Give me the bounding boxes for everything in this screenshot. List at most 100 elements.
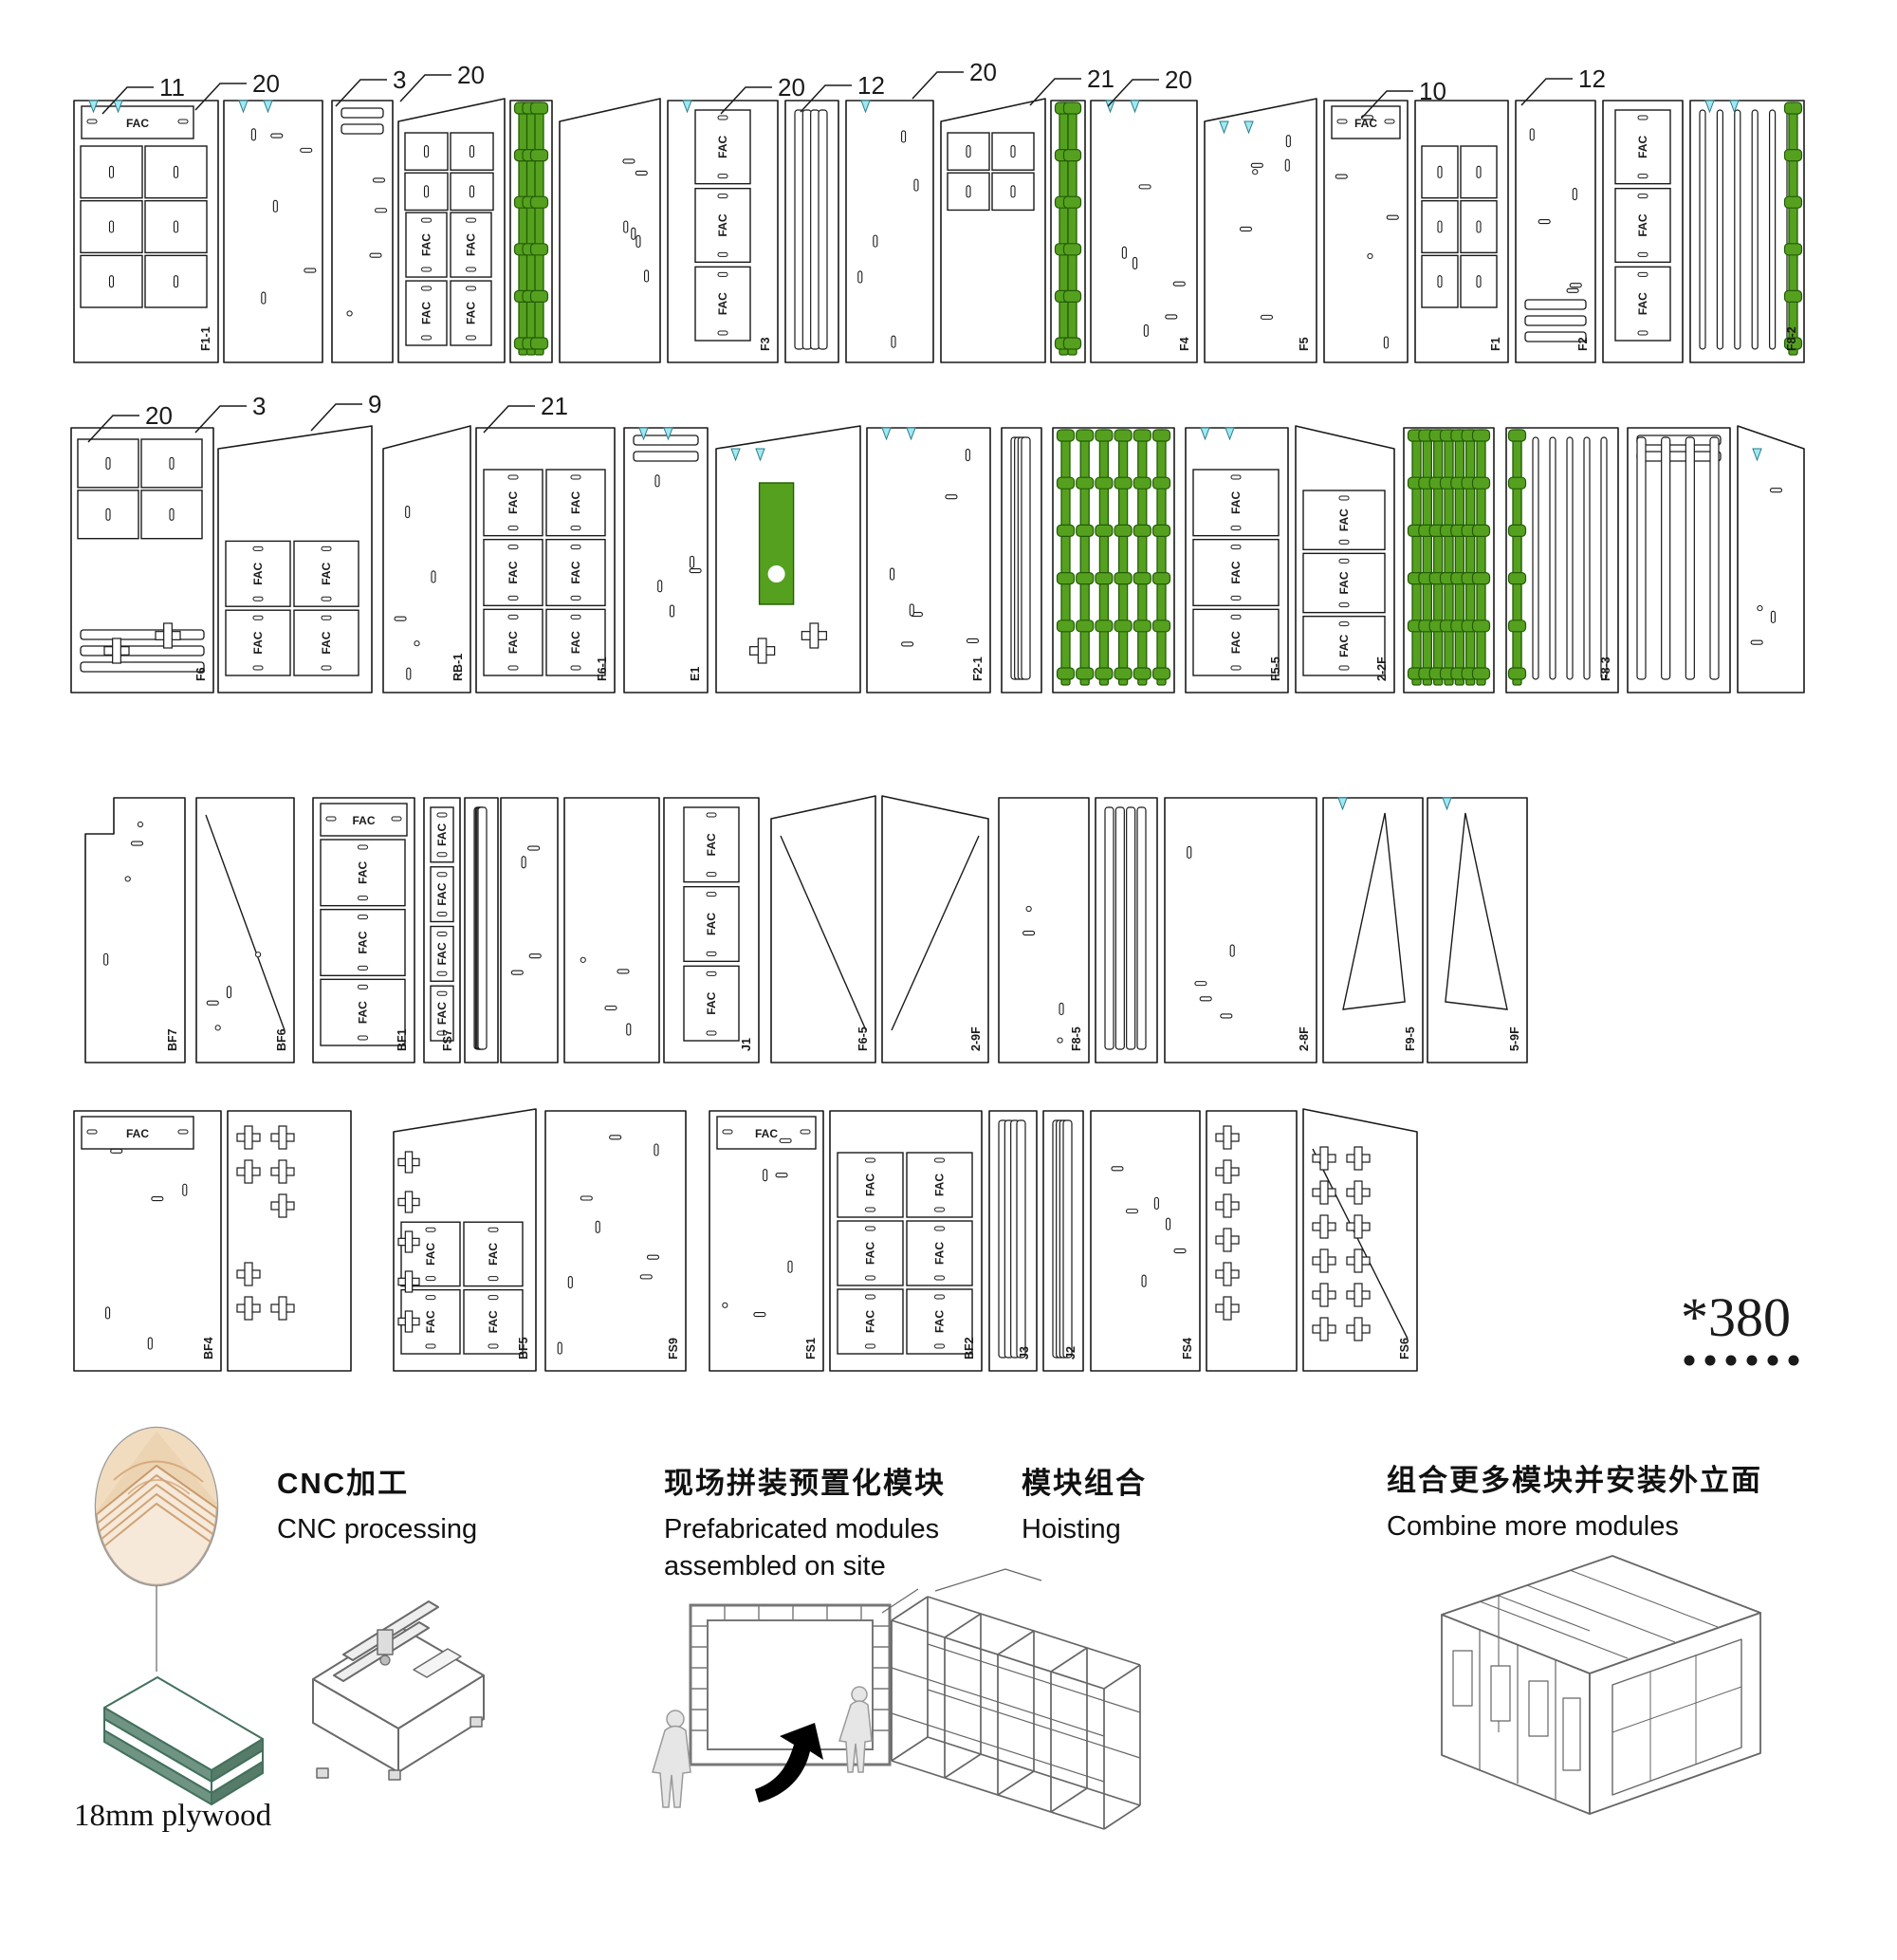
pin-marker [1729,100,1740,114]
cut-sheet [1095,797,1158,1063]
pin-marker [1200,427,1210,441]
sheet-id-label: FS9 [667,1338,680,1359]
sheet-id-label: F6-1 [596,656,609,681]
count-dot [1746,1355,1758,1366]
svg-text:FAC: FAC [864,1242,877,1265]
pin-marker [860,100,871,114]
pin-marker [1130,100,1140,114]
cut-sheet: FS4 [1090,1110,1201,1372]
sheet-id-label: 2-8F [1298,1026,1311,1051]
cut-sheet [464,797,499,1063]
sheet-id-label: F8-3 [1599,656,1612,681]
cut-sheet: F6-5 [770,795,876,1063]
sheet-id-label: J1 [740,1038,753,1051]
pin-marker [263,100,273,114]
callout: 9 [310,390,381,432]
svg-text:FAC: FAC [933,1242,947,1265]
pin-marker [682,100,692,114]
count-dot [1788,1355,1799,1366]
cut-sheet: F8-2 [1689,100,1805,363]
count-annotation: *380 [1681,1286,1799,1366]
callout-number: 20 [969,58,997,86]
cut-sheet [500,797,559,1063]
pin-marker [730,448,741,462]
cut-sheet: F8-3 [1505,427,1619,693]
cut-sheet [509,100,553,363]
count-dot [1767,1355,1778,1366]
step-cnc-title-zh: CNC加工 [277,1467,410,1500]
sheet-id-label: F8-2 [1785,326,1798,351]
svg-text:FAC: FAC [506,490,520,513]
cut-sheet [1001,427,1042,693]
sheet-id-label: F2 [1576,337,1590,351]
plywood-sample-icon [94,1426,219,1587]
svg-text:FAC: FAC [126,117,149,130]
sheet-id-label: F8-5 [1070,1026,1083,1051]
callout: 20 [87,401,173,443]
cut-sheet [331,100,394,363]
sheet-id-label: FS1 [804,1338,818,1359]
svg-text:FAC: FAC [357,931,370,953]
cut-sheet: 2-8F [1164,797,1317,1063]
svg-text:FAC: FAC [1636,292,1649,315]
svg-text:FAC: FAC [1636,135,1649,157]
sheet-id-label: BF1 [396,1028,409,1051]
callout: 3 [335,65,406,107]
svg-text:FAC: FAC [465,302,478,324]
callout-number: 3 [393,65,406,94]
svg-text:FAC: FAC [1229,631,1243,654]
cut-sheet: FAC FS1 [709,1110,824,1372]
svg-text:FAC: FAC [487,1310,500,1333]
svg-text:FAC: FAC [353,814,376,827]
svg-text:FAC: FAC [933,1310,947,1333]
cut-sheet: FS6 [1302,1108,1418,1372]
count-dot [1704,1355,1716,1366]
hoisting-module-icon [881,1568,1141,1830]
pin-marker [663,427,673,441]
callout-number: 10 [1419,77,1446,105]
combined-module-icon [1441,1555,1761,1815]
pin-marker [1225,427,1235,441]
cut-sheet [845,100,934,363]
cut-sheet [940,98,1046,363]
sheet-id-label: BF6 [275,1028,288,1051]
cut-sheet: J3 [988,1110,1038,1372]
cut-sheet: BF6 [195,797,295,1063]
step-prefab-caption: 现场拼装预置化模块 Prefabricated modules assemble… [664,1469,991,1585]
svg-text:FAC: FAC [435,1002,449,1025]
svg-text:FAC: FAC [755,1127,778,1140]
cut-sheet: FS9 [544,1110,687,1372]
cut-sheet: F6 [70,427,214,693]
count-dot [1684,1355,1695,1366]
cut-sheet [227,1110,352,1372]
step-hoist-title-zh: 模块组合 [1022,1467,1147,1500]
svg-text:FAC: FAC [506,561,520,583]
callout: 12 [1520,65,1606,106]
cut-sheet: F2-1 [866,427,991,693]
sheet-id-label: BF5 [517,1337,530,1359]
svg-text:FAC: FAC [435,942,449,965]
cut-sheet: F8-5 [998,797,1090,1063]
prefab-module-icon [652,1603,892,1808]
sheet-id-label: J2 [1064,1346,1077,1359]
cut-sheet: F4 [1090,100,1198,363]
callout-number: 21 [541,392,568,420]
callout: 20 [720,73,805,115]
cut-sheet [1627,427,1731,693]
cut-sheet [1052,427,1175,693]
svg-text:FAC: FAC [320,562,333,584]
cut-sheet [715,425,861,693]
sheet-id-label: F1-1 [199,326,212,351]
svg-text:FAC: FAC [424,1310,437,1333]
pin-marker [1243,120,1254,135]
sheet-id-label: FS7 [441,1029,454,1051]
step-cnc-title-en: CNC processing [277,1514,478,1544]
count-dot [1725,1355,1737,1366]
